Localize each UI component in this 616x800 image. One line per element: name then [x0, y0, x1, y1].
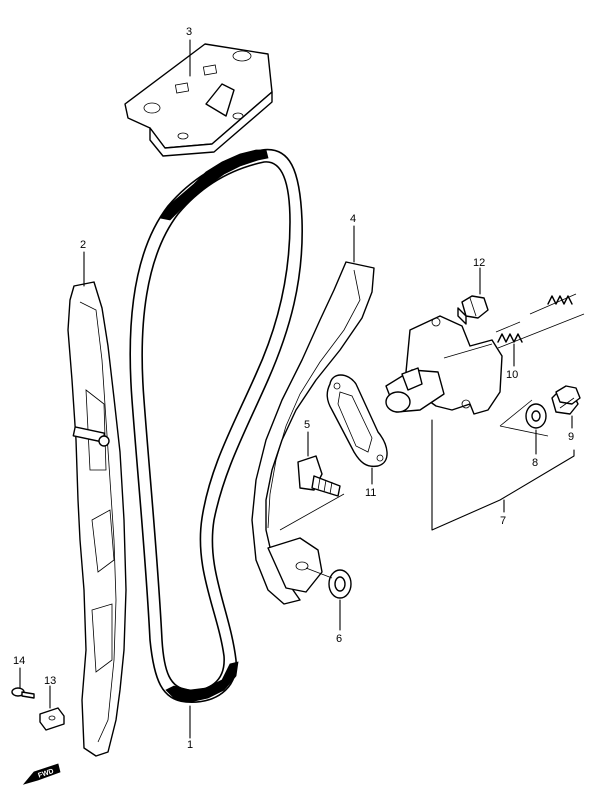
- washer-6: [328, 569, 352, 599]
- forward-label: FWD: [37, 768, 54, 780]
- tensioner-guide: [67, 281, 127, 757]
- callout-7: 7: [500, 515, 506, 527]
- callout-9: 9: [568, 431, 574, 443]
- callout-10: 10: [506, 369, 518, 381]
- plate-13: [39, 707, 65, 731]
- callout-3: 3: [186, 26, 192, 38]
- callout-13: 13: [44, 675, 56, 687]
- callout-1: 1: [187, 739, 193, 751]
- screw-14: [11, 687, 35, 699]
- cap-bolt: [457, 295, 489, 325]
- callout-11: 11: [365, 487, 376, 499]
- guide-bolt: [297, 455, 341, 497]
- callout-2: 2: [80, 239, 86, 251]
- tensioner-spring: [497, 295, 573, 343]
- callout-4: 4: [350, 213, 356, 225]
- chain-guide-bracket: [124, 43, 273, 157]
- tensioner-gasket: [326, 374, 388, 468]
- chain-guide-right: [251, 261, 375, 605]
- callout-6: 6: [336, 633, 342, 645]
- callout-14: 14: [13, 655, 25, 667]
- sealing-washer: [525, 403, 547, 429]
- cam-chain: [129, 148, 303, 703]
- callout-8: 8: [532, 457, 538, 469]
- callout-12: 12: [473, 257, 485, 269]
- cam-chain-tensioner: [385, 315, 503, 415]
- plug-bolt: [551, 385, 581, 415]
- forward-arrow-icon: FWD: [22, 763, 61, 785]
- callout-5: 5: [304, 419, 310, 431]
